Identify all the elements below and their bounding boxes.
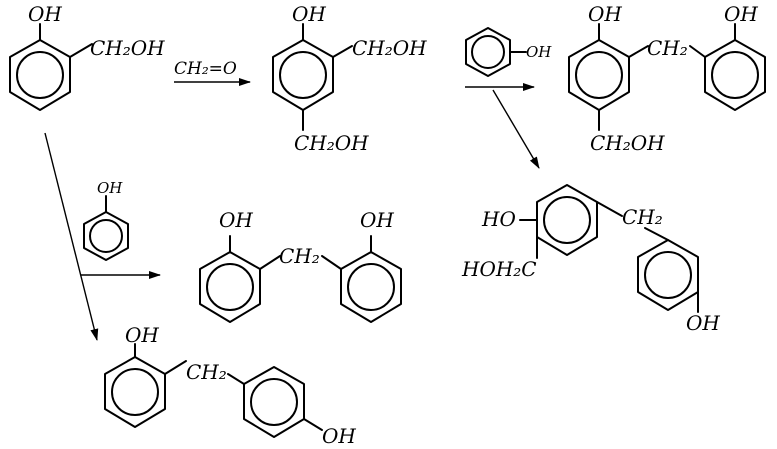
diol-ch2oh-bottom-label: CH₂OH: [294, 131, 369, 155]
bottom-oh-label: OH: [125, 323, 159, 347]
top-right-product: OH CH₂ OH CH₂OH: [568, 2, 766, 155]
saligenin-molecule: OH CH₂OH: [9, 2, 165, 111]
diol-molecule: OH CH₂OH CH₂OH: [272, 2, 427, 155]
saligenin-ch2oh-label: CH₂OH: [90, 36, 165, 60]
diol-ch2oh-right-label: CH₂OH: [352, 36, 427, 60]
bottom-ch2-label: CH₂: [186, 360, 227, 384]
mid-product: OH CH₂ OH: [199, 208, 402, 323]
top-right-ch2-label: CH₂: [647, 36, 688, 60]
saligenin-oh-label: OH: [28, 2, 62, 26]
phenol-top-arrows: [465, 83, 540, 169]
mid-right-ch2-label: CH₂: [622, 205, 663, 229]
reagent-label: CH₂=O: [174, 59, 237, 79]
diol-oh-label: OH: [292, 2, 326, 26]
left-arrows: [44, 132, 161, 341]
phenol-reagent-mid: OH: [83, 179, 129, 261]
bottom-product: OH CH₂ OH: [104, 323, 356, 448]
top-right-ch2oh-label: CH₂OH: [590, 131, 665, 155]
formaldehyde-arrow: CH₂=O: [174, 59, 251, 86]
mid-oh-left-label: OH: [219, 208, 253, 232]
top-right-oh-left-label: OH: [588, 2, 622, 26]
mid-oh-right-label: OH: [360, 208, 394, 232]
mid-right-product: HO CH₂ HOH₂C OH: [461, 184, 720, 335]
phenol-top-oh-label: OH: [526, 43, 552, 61]
bottom-oh-para-label: OH: [322, 424, 356, 448]
mid-right-oh-label: OH: [686, 311, 720, 335]
mid-right-ho-label: HO: [481, 207, 516, 231]
mid-ch2-label: CH₂: [279, 244, 320, 268]
phenol-mid-oh-label: OH: [97, 179, 123, 197]
top-right-oh-right-label: OH: [724, 2, 758, 26]
phenol-reagent-top: OH: [465, 27, 552, 77]
mid-right-hoh2c-label: HOH₂C: [461, 257, 537, 281]
